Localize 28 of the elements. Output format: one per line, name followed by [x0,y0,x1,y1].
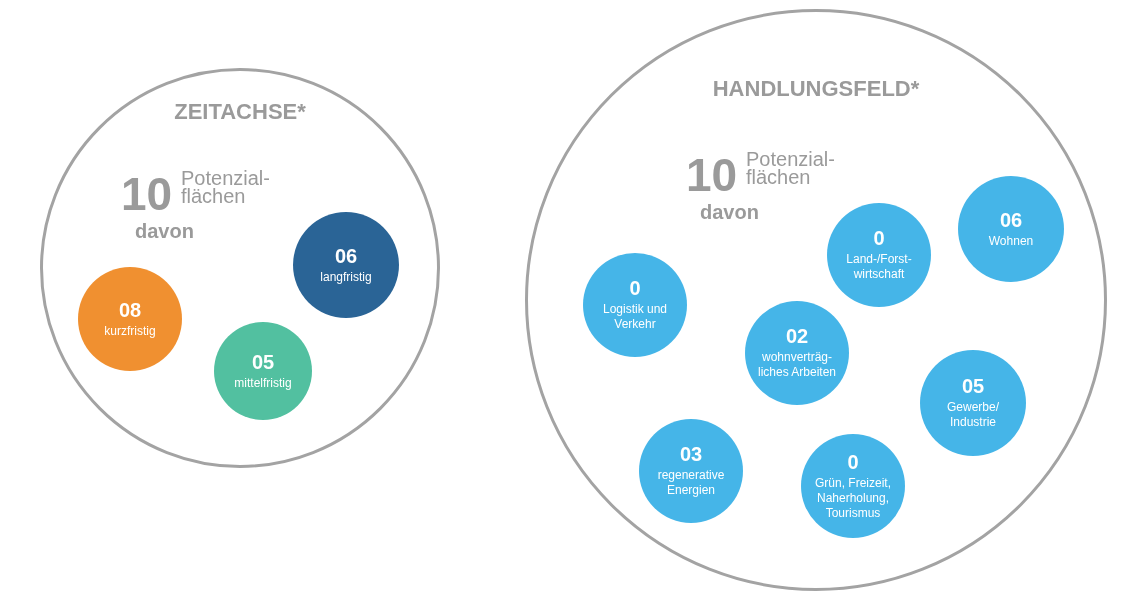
count-label: Gewerbe/ Industrie [946,400,1000,430]
count-label: Land-/Forst- wirtschaft [845,252,913,282]
total-number: 10 [121,171,173,217]
count-label: wohnverträg- liches Arbeiten [756,350,837,380]
circle-heading: HANDLUNGSFELD* [711,78,921,100]
count-label: Logistik und Verkehr [601,302,668,332]
count-number: 0 [873,228,885,248]
davon-label: davon [135,221,194,241]
count-label: Wohnen [987,233,1035,249]
count-number: 05 [961,376,985,396]
count-number: 08 [118,299,142,320]
count-number: 05 [251,351,275,372]
count-number: 0 [847,451,859,472]
total-label: Potenzial- flächen [746,150,836,186]
count-number: 06 [334,245,358,266]
total-number: 10 [686,152,738,198]
count-label: kurzfristig [103,323,157,339]
count-label: Grün, Freizeit, Naherholung, Tourismus [814,475,892,521]
count-number: 0 [629,278,641,298]
davon-label: davon [700,202,759,222]
total-label: Potenzial- flächen [181,169,271,205]
count-label: mittelfristig [233,375,293,391]
count-label: langfristig [319,269,373,285]
count-number: 03 [679,444,703,464]
count-number: 02 [785,326,809,346]
count-label: regenerative Energien [656,468,726,498]
circle-heading: ZEITACHSE* [173,101,307,123]
count-number: 06 [999,209,1023,230]
